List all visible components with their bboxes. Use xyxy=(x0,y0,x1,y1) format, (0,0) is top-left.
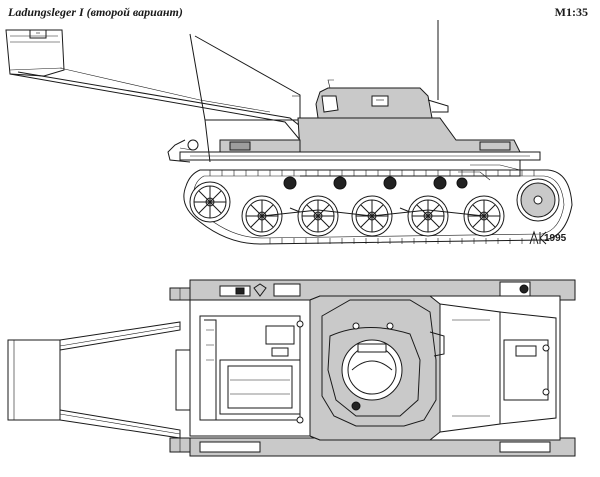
top-view xyxy=(7,279,576,457)
charge-layer-boom-top xyxy=(7,321,219,439)
track-links-top xyxy=(209,170,535,176)
engine-deck xyxy=(199,315,304,424)
track-links-bottom xyxy=(269,238,535,244)
scale-label: M1:35 xyxy=(554,5,588,19)
turret-top xyxy=(321,299,445,427)
drawing-title: Ladungsleger I (второй вариант) xyxy=(8,5,183,19)
artist-initials xyxy=(529,230,547,245)
road-wheel xyxy=(297,195,339,237)
idler-wheel xyxy=(516,178,560,222)
side-view xyxy=(5,20,573,245)
road-wheel xyxy=(407,195,449,237)
hull-side xyxy=(179,117,541,190)
drive-sprocket xyxy=(189,181,231,223)
road-wheels xyxy=(241,195,505,237)
turret-side xyxy=(315,79,449,119)
fenders-top xyxy=(189,279,576,457)
drawing-year: 1995 xyxy=(544,233,567,244)
